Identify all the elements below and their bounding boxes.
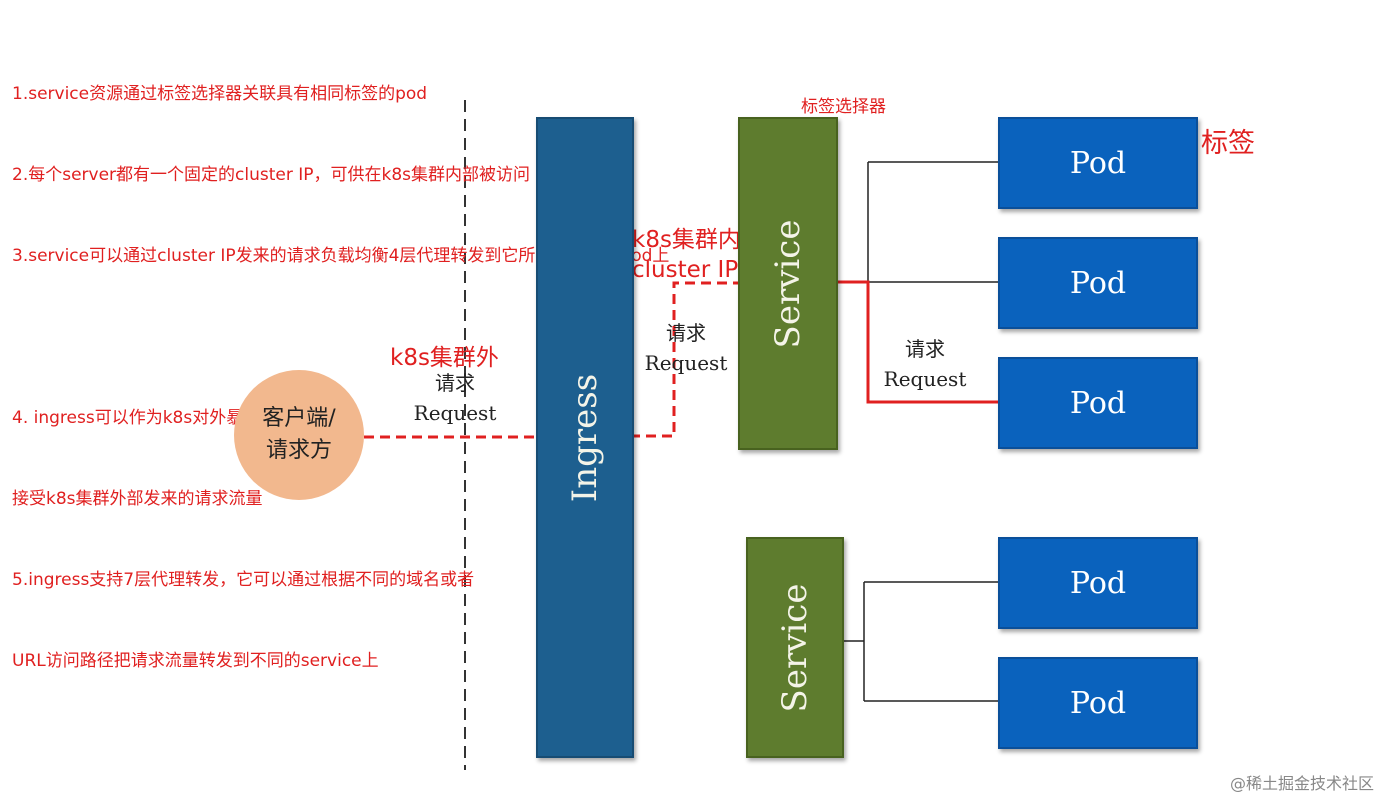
watermark: @稀土掘金技术社区 <box>1229 774 1374 793</box>
request-label-ingress: 请求 Request <box>636 318 736 378</box>
note-line: 2.每个server都有一个固定的cluster IP，可供在k8s集群内部被访… <box>12 165 531 185</box>
pod-label: Pod <box>1069 385 1127 421</box>
note-line: URL访问路径把请求流量转发到不同的service上 <box>12 651 379 671</box>
outside-cluster-annotation: k8s集群外 <box>390 345 499 371</box>
label-selector-annotation: 标签选择器 <box>801 97 886 117</box>
pod-label: Pod <box>1069 565 1127 601</box>
pod-label: Pod <box>1069 145 1127 181</box>
note-line: 1.service资源通过标签选择器关联具有相同标签的pod <box>12 84 428 104</box>
service-request-line <box>836 280 998 404</box>
service-label: Service <box>775 583 815 712</box>
pod-node: Pod <box>998 537 1198 629</box>
pod-node: Pod <box>998 657 1198 749</box>
ingress-node: Ingress <box>536 117 634 758</box>
client-label-line1: 客户端/ <box>262 406 336 431</box>
pod-node: Pod <box>998 357 1198 449</box>
request-label-cn: 请求 <box>666 321 706 345</box>
inside-cluster-annotation: k8s集群内 <box>632 227 741 253</box>
request-label-en: Request <box>644 351 728 375</box>
pod-label: Pod <box>1069 685 1127 721</box>
pod-node: Pod <box>998 237 1198 329</box>
ingress-label: Ingress <box>565 373 605 502</box>
label-annotation: 标签 <box>1201 128 1255 159</box>
client-label-line2: 请求方 <box>265 438 332 463</box>
service-node-2: Service <box>746 537 844 758</box>
client-node: 客户端/ 请求方 <box>234 370 364 500</box>
request-label-outside: 请求 Request <box>405 368 505 428</box>
note-line: 5.ingress支持7层代理转发，它可以通过根据不同的域名或者 <box>12 570 475 590</box>
request-label-en: Request <box>413 401 497 425</box>
pod-node: Pod <box>998 117 1198 209</box>
service-label: Service <box>768 219 808 348</box>
request-label-service: 请求 Request <box>875 334 975 394</box>
pod-label: Pod <box>1069 265 1127 301</box>
request-label-cn: 请求 <box>435 371 475 395</box>
request-label-cn: 请求 <box>905 337 945 361</box>
note-line: 接受k8s集群外部发来的请求流量 <box>12 489 263 509</box>
request-label-en: Request <box>883 367 967 391</box>
service-node-1: Service <box>738 117 838 450</box>
cluster-ip-annotation: cluster IP <box>632 257 739 283</box>
ingress-request-line <box>630 281 738 438</box>
